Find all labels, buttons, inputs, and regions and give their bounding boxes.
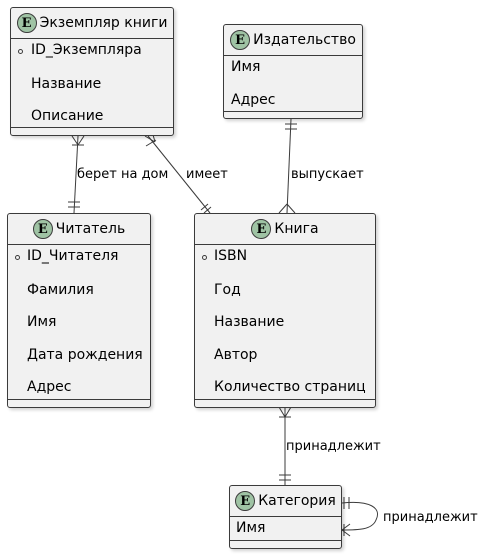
entity-icon: E xyxy=(251,219,272,239)
entity-divider xyxy=(224,111,362,112)
relation-label-publishes: выпускает xyxy=(291,167,364,182)
entity-icon: E xyxy=(32,219,53,239)
primary-key-icon xyxy=(202,255,207,260)
relation-label-belongs: принадлежит xyxy=(286,439,381,454)
entity-header: E Издательство xyxy=(224,25,362,56)
entity-book: E Книга ISBN Год Название Автор Количест… xyxy=(194,213,376,408)
entity-title: Издательство xyxy=(253,32,356,48)
entity-title: Категория xyxy=(258,493,336,509)
attribute: Имя xyxy=(236,520,266,536)
entity-title: Читатель xyxy=(55,221,126,237)
entity-book-copy: E Экземпляр книги ID_Экземпляра Название… xyxy=(10,7,174,136)
attribute: Имя xyxy=(27,314,57,330)
primary-key-icon xyxy=(18,49,23,54)
primary-key-icon xyxy=(15,255,20,260)
attribute: Название xyxy=(31,76,102,92)
attribute: ID_Читателя xyxy=(27,248,119,264)
attribute: Название xyxy=(214,314,285,330)
entity-divider xyxy=(8,399,150,400)
entity-divider xyxy=(230,540,341,541)
entity-divider xyxy=(11,127,173,128)
entity-reader: E Читатель ID_Читателя Фамилия Имя Дата … xyxy=(7,213,151,408)
entity-header: E Категория xyxy=(230,486,341,517)
relation-label-category-self: принадлежит xyxy=(383,510,478,525)
attribute: ID_Экземпляра xyxy=(31,42,142,58)
relation-label-has: имеет xyxy=(186,167,228,182)
attribute: Количество страниц xyxy=(214,379,366,395)
entity-header: E Книга xyxy=(195,214,375,245)
entity-publisher: E Издательство Имя Адрес xyxy=(223,24,363,119)
entity-divider xyxy=(195,399,375,400)
attribute: Дата рождения xyxy=(27,347,143,363)
attribute: ISBN xyxy=(214,248,248,264)
entity-header: E Читатель xyxy=(8,214,150,245)
attribute: Год xyxy=(214,282,241,298)
entity-header: E Экземпляр книги xyxy=(11,8,173,39)
entity-icon: E xyxy=(16,13,37,33)
attribute: Фамилия xyxy=(27,282,94,298)
attribute: Описание xyxy=(31,108,104,124)
entity-icon: E xyxy=(235,491,256,511)
attribute: Автор xyxy=(214,347,258,363)
attribute: Адрес xyxy=(27,379,72,395)
attribute: Имя xyxy=(231,59,261,75)
relation-label-takes-home: берет на дом xyxy=(77,167,169,182)
entity-icon: E xyxy=(230,30,251,50)
entity-category: E Категория Имя xyxy=(229,485,342,549)
entity-title: Книга xyxy=(274,221,319,237)
entity-title: Экземпляр книги xyxy=(39,15,168,31)
attribute: Адрес xyxy=(231,92,276,108)
